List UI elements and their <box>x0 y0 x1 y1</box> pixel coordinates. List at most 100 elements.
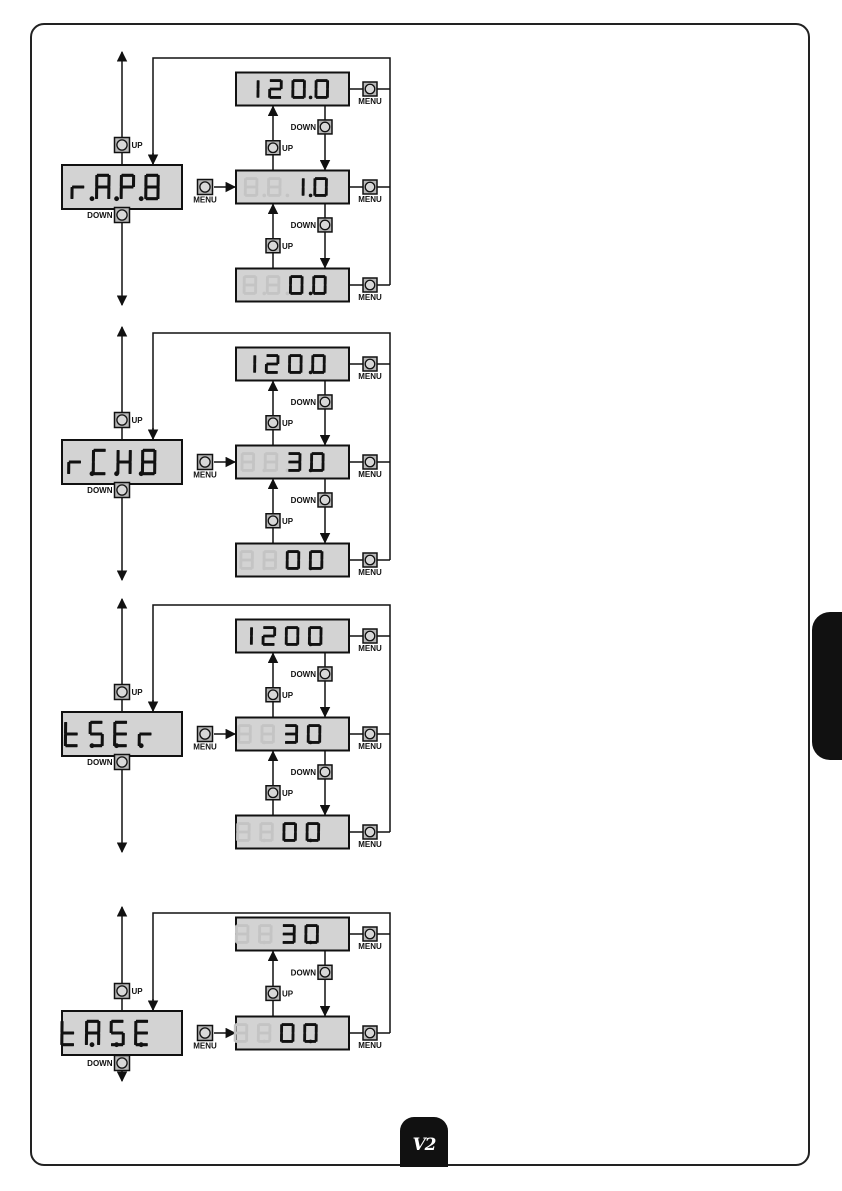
up-button[interactable]: UP <box>266 416 294 430</box>
up-button[interactable]: UP <box>266 688 294 702</box>
display-segment <box>157 175 160 187</box>
display-segment <box>263 635 275 638</box>
menu-button[interactable]: MENU <box>358 927 382 951</box>
menu-button[interactable]: MENU <box>358 825 382 849</box>
round-push-button-icon[interactable] <box>200 182 210 192</box>
menu-button[interactable]: MENU <box>193 727 217 752</box>
display-segment <box>264 567 276 570</box>
down-button[interactable]: DOWN <box>291 218 332 232</box>
round-push-button-icon[interactable] <box>320 397 330 407</box>
round-push-button-icon[interactable] <box>268 516 278 526</box>
menu-button[interactable]: MENU <box>358 278 382 302</box>
display-segment <box>115 732 127 735</box>
up-button[interactable]: UP <box>266 239 294 253</box>
round-push-button-icon[interactable] <box>268 418 278 428</box>
up-button[interactable]: UP <box>266 514 294 528</box>
display-segment <box>285 733 297 736</box>
round-push-button-icon[interactable] <box>365 555 375 565</box>
display-segment <box>311 355 314 364</box>
display-segment <box>291 89 294 98</box>
round-push-button-icon[interactable] <box>365 457 375 467</box>
round-push-button-icon[interactable] <box>117 687 127 697</box>
round-push-button-icon[interactable] <box>117 757 127 767</box>
up-button[interactable]: UP <box>115 984 144 999</box>
menu-button[interactable]: MENU <box>358 727 382 751</box>
round-push-button-icon[interactable] <box>365 84 375 94</box>
round-push-button-icon[interactable] <box>117 1058 127 1068</box>
display-segment <box>302 187 305 196</box>
round-push-button-icon[interactable] <box>200 1028 210 1038</box>
value-display <box>234 1017 349 1050</box>
menu-button[interactable]: MENU <box>358 629 382 653</box>
down-button[interactable]: DOWN <box>87 1056 129 1071</box>
display-segment <box>111 1031 123 1034</box>
menu-button[interactable]: MENU <box>193 1026 217 1051</box>
down-button[interactable]: DOWN <box>291 965 332 979</box>
display-segment <box>291 275 303 278</box>
round-push-button-icon[interactable] <box>365 827 375 837</box>
round-push-button-icon[interactable] <box>320 220 330 230</box>
round-push-button-icon[interactable] <box>268 788 278 798</box>
up-button[interactable]: UP <box>115 685 144 700</box>
round-push-button-icon[interactable] <box>117 210 127 220</box>
round-push-button-icon[interactable] <box>200 457 210 467</box>
round-push-button-icon[interactable] <box>268 690 278 700</box>
down-button[interactable]: DOWN <box>291 395 332 409</box>
display-segment <box>87 1020 99 1023</box>
button-label: DOWN <box>87 486 113 495</box>
down-button[interactable]: DOWN <box>291 120 332 134</box>
button-label: UP <box>282 144 294 153</box>
up-button[interactable]: UP <box>266 141 294 155</box>
round-push-button-icon[interactable] <box>365 1028 375 1038</box>
menu-button[interactable]: MENU <box>358 455 382 479</box>
display-segment <box>312 285 315 294</box>
menu-button[interactable]: MENU <box>358 82 382 106</box>
round-push-button-icon[interactable] <box>320 767 330 777</box>
display-segment <box>111 1043 123 1046</box>
round-push-button-icon[interactable] <box>117 485 127 495</box>
up-button[interactable]: UP <box>266 986 294 1000</box>
round-push-button-icon[interactable] <box>365 280 375 290</box>
round-push-button-icon[interactable] <box>117 986 127 996</box>
main-parameter-display <box>62 165 182 209</box>
round-push-button-icon[interactable] <box>200 729 210 739</box>
menu-button[interactable]: MENU <box>193 180 217 205</box>
display-segment <box>314 292 326 295</box>
round-push-button-icon[interactable] <box>117 140 127 150</box>
menu-button[interactable]: MENU <box>193 455 217 480</box>
round-push-button-icon[interactable] <box>268 989 278 999</box>
display-segment <box>235 1040 247 1043</box>
round-push-button-icon[interactable] <box>320 968 330 978</box>
display-segment <box>297 551 300 560</box>
down-button[interactable]: DOWN <box>291 765 332 779</box>
round-push-button-icon[interactable] <box>365 929 375 939</box>
menu-button[interactable]: MENU <box>358 357 382 381</box>
round-push-button-icon[interactable] <box>365 729 375 739</box>
round-push-button-icon[interactable] <box>365 631 375 641</box>
display-segment <box>90 732 102 735</box>
display-segment <box>325 178 328 187</box>
up-button[interactable]: UP <box>115 413 144 428</box>
display-segment <box>267 292 279 295</box>
menu-button[interactable]: MENU <box>358 1026 382 1050</box>
menu-button[interactable]: MENU <box>358 180 382 204</box>
up-button[interactable]: UP <box>266 786 294 800</box>
round-push-button-icon[interactable] <box>320 495 330 505</box>
round-push-button-icon[interactable] <box>320 122 330 132</box>
display-segment <box>306 941 318 944</box>
round-push-button-icon[interactable] <box>117 415 127 425</box>
menu-button[interactable]: MENU <box>358 553 382 577</box>
down-button[interactable]: DOWN <box>291 493 332 507</box>
up-button[interactable]: UP <box>115 138 144 153</box>
display-segment <box>242 461 254 464</box>
round-push-button-icon[interactable] <box>268 143 278 153</box>
display-segment <box>266 371 278 374</box>
round-push-button-icon[interactable] <box>268 241 278 251</box>
round-push-button-icon[interactable] <box>365 359 375 369</box>
down-button[interactable]: DOWN <box>291 667 332 681</box>
display-segment <box>113 722 116 734</box>
display-segment <box>310 550 322 553</box>
round-push-button-icon[interactable] <box>320 669 330 679</box>
round-push-button-icon[interactable] <box>365 182 375 192</box>
value-display <box>236 446 349 479</box>
